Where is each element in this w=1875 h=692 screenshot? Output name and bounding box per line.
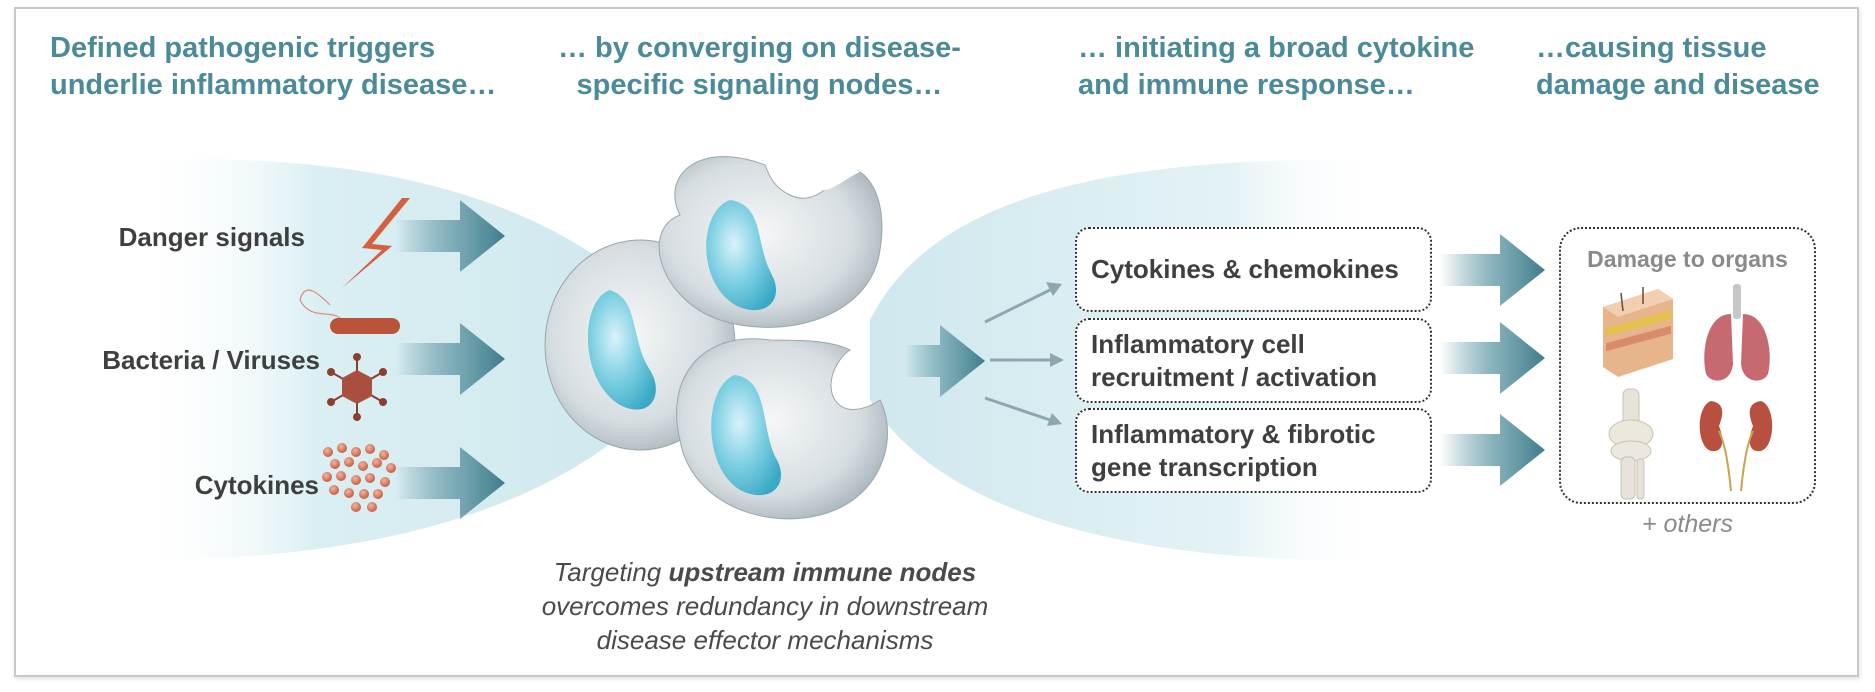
bacteria-arrow: [395, 323, 505, 395]
heading-triggers: Defined pathogenic triggers underlie inf…: [50, 32, 497, 101]
kidneys-icon: [1699, 401, 1773, 492]
organ-arrow-2: [1440, 322, 1545, 394]
cell-top: [658, 156, 883, 328]
organ-arrow-3: [1440, 414, 1545, 486]
effector-box-recruitment: Inflammatory cell recruitment / activati…: [1075, 318, 1432, 403]
cytokine-dots-icon: [322, 443, 396, 512]
heading-damage: …causing tissue damage and disease: [1536, 32, 1820, 101]
trigger-label-cytokines: Cytokines: [194, 470, 319, 500]
trigger-arrows: [395, 200, 505, 519]
cytokines-arrow: [395, 447, 505, 519]
left-glow: [140, 159, 640, 560]
knee-joint-icon: [1608, 388, 1654, 500]
danger-arrow: [395, 200, 505, 272]
caption-emphasis: upstream immune nodes: [668, 557, 977, 587]
trigger-label-danger: Danger signals: [118, 222, 305, 252]
immune-cells: [544, 156, 888, 520]
heading-response: … initiating a broad cytokine and immune…: [1078, 32, 1475, 101]
bacterium-icon: [299, 289, 400, 334]
skin-icon: [1603, 287, 1673, 377]
organ-arrows: [1440, 234, 1545, 486]
cell-bottom: [676, 338, 888, 520]
organ-damage-box: Damage to organs: [1559, 227, 1816, 504]
organ-arrow-1: [1440, 234, 1545, 306]
node-caption: Targeting upstream immune nodes overcome…: [541, 557, 989, 655]
fan-out-arrows: [984, 282, 1064, 426]
organ-icons: [1603, 284, 1773, 500]
lungs-icon: [1704, 284, 1770, 381]
node-output-arrow: [905, 325, 985, 397]
effector-box-cytokines: Cytokines & chemokines: [1075, 227, 1432, 312]
organ-title: Damage to organs: [1587, 246, 1788, 272]
effector-box-transcription: Inflammatory & fibrotic gene transcripti…: [1075, 408, 1432, 493]
trigger-label-bacteria: Bacteria / Viruses: [102, 345, 320, 375]
heading-nodes: … by converging on disease- specific sig…: [558, 32, 961, 101]
virus-icon: [327, 353, 387, 421]
others-label: + others: [1641, 510, 1734, 538]
